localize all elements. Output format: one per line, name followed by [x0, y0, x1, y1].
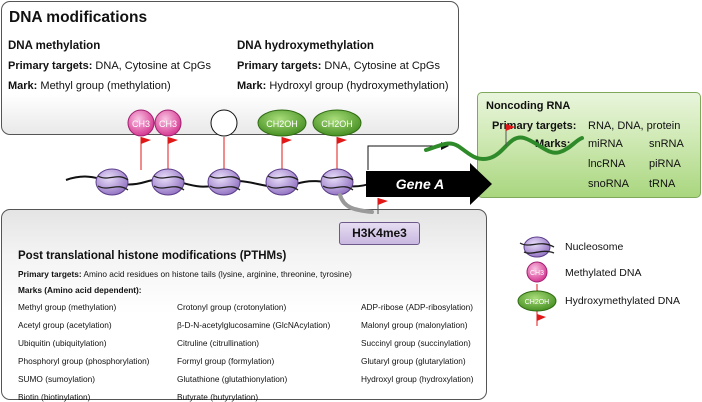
pthm-col2-item: Butyrate (butyrylation) — [177, 392, 259, 402]
pthm-col3-item: ADP-ribose (ADP-ribosylation) — [361, 302, 474, 312]
rna-flag — [506, 124, 515, 131]
dna-hydroxymethylation-mark: Mark: Hydroxyl group (hydroxymethylation… — [237, 80, 449, 92]
methyl-marker — [127, 109, 155, 137]
gene-arrow — [366, 163, 492, 205]
gene-label: Gene A — [396, 176, 445, 192]
histone-flag — [378, 198, 388, 205]
h3k4me3-label: H3K4me3 — [339, 222, 420, 245]
pthm-col1-item: Biotin (biotinylation) — [18, 392, 91, 402]
legend-hydroxymethylated-icon: CH2OH — [517, 290, 557, 326]
ncrna-mark: tRNA — [649, 178, 676, 190]
ncrna-mark: snRNA — [649, 138, 684, 150]
nucleosome — [320, 168, 354, 196]
ncrna-mark: lncRNA — [588, 158, 626, 170]
pthm-col3-item: Malonyl group (malonylation) — [361, 320, 468, 330]
unmodified-marker — [210, 109, 238, 137]
marker-flag — [141, 137, 151, 144]
pthm-col3-item: Succinyl group (succinylation) — [361, 338, 471, 348]
methyl-marker-label: CH3 — [159, 119, 177, 129]
pthm-col1-item: SUMO (sumoylation) — [18, 374, 95, 384]
marker-flag — [337, 137, 347, 144]
histone-tail — [338, 193, 374, 214]
pthm-col2-item: Glutathione (glutathionylation) — [177, 374, 288, 384]
pthm-col2-item: Citruline (citrullination) — [177, 338, 260, 348]
nucleosome — [151, 168, 185, 196]
pthm-col2-item: Formyl group (formylation) — [177, 356, 275, 366]
pthm-col1-item: Acetyl group (acetylation) — [18, 320, 112, 330]
legend-hydroxymethylated-text: Hydroxymethylated DNA — [565, 295, 680, 307]
marker-flag — [168, 137, 178, 144]
hydroxymethyl-marker — [257, 109, 307, 137]
dna-methylation-targets: Primary targets: DNA, Cytosine at CpGs — [8, 60, 211, 72]
legend-nucleosome-text: Nucleosome — [565, 241, 624, 253]
pthm-title: Post translational histone modifications… — [18, 250, 287, 262]
ncrna-mark: miRNA — [588, 138, 623, 150]
methyl-marker-label: CH3 — [132, 119, 150, 129]
dna-modifications-title: DNA modifications — [9, 9, 148, 26]
legend-methyl-label: CH3 — [530, 270, 544, 277]
pthm-marks-label: Marks (Amino acid dependent): — [18, 285, 142, 295]
hydroxymethyl-marker-label: CH2OH — [266, 119, 298, 129]
ncrna-mark: snoRNA — [588, 178, 629, 190]
ncrna-targets-value: RNA, DNA, protein — [588, 120, 681, 132]
pthm-col1-item: Ubiquitin (ubiquitylation) — [18, 338, 107, 348]
noncoding-rna-panel: Noncoding RNA Primary targets: RNA, DNA,… — [477, 92, 701, 198]
dna-methylation-title: DNA methylation — [8, 40, 101, 52]
pthm-col3-item: Hydroxyl group (hydroxylation) — [361, 374, 474, 384]
legend-hydroxymethyl-label: CH2OH — [525, 299, 550, 306]
nucleosome — [207, 168, 241, 196]
pthm-col1-item: Phosphoryl group (phosphorylation) — [18, 356, 150, 366]
nucleosome — [95, 168, 129, 196]
pthm-col3-item: Glutaryl group (glutarylation) — [361, 356, 466, 366]
pthm-col2-item: β-D-N-acetylglucosamine (GlcNAcylation) — [177, 320, 331, 330]
legend-nucleosome-icon — [519, 236, 555, 258]
dna-methylation-mark: Mark: Methyl group (methylation) — [8, 80, 171, 92]
marker-flag — [282, 137, 292, 144]
nucleosome — [265, 168, 299, 196]
transcription-start-line — [367, 145, 441, 170]
ncrna-title: Noncoding RNA — [486, 100, 571, 112]
legend-methylated-text: Methylated DNA — [565, 267, 642, 279]
pthm-targets: Primary targets: Amino acid residues on … — [18, 269, 352, 279]
pthm-col1-item: Methyl group (methylation) — [18, 302, 117, 312]
rna-strand — [424, 135, 584, 161]
dna-hydroxymethylation-title: DNA hydroxymethylation — [237, 40, 374, 52]
hydroxymethyl-marker — [312, 109, 362, 137]
methyl-marker — [154, 109, 182, 137]
dna-hydroxymethylation-targets: Primary targets: DNA, Cytosine at CpGs — [237, 60, 440, 72]
pthm-col2-item: Crotonyl group (crotonylation) — [177, 302, 287, 312]
ncrna-targets-label: Primary targets: — [492, 120, 577, 132]
hydroxymethyl-marker-label: CH2OH — [321, 119, 353, 129]
ncrna-mark: piRNA — [649, 158, 681, 170]
